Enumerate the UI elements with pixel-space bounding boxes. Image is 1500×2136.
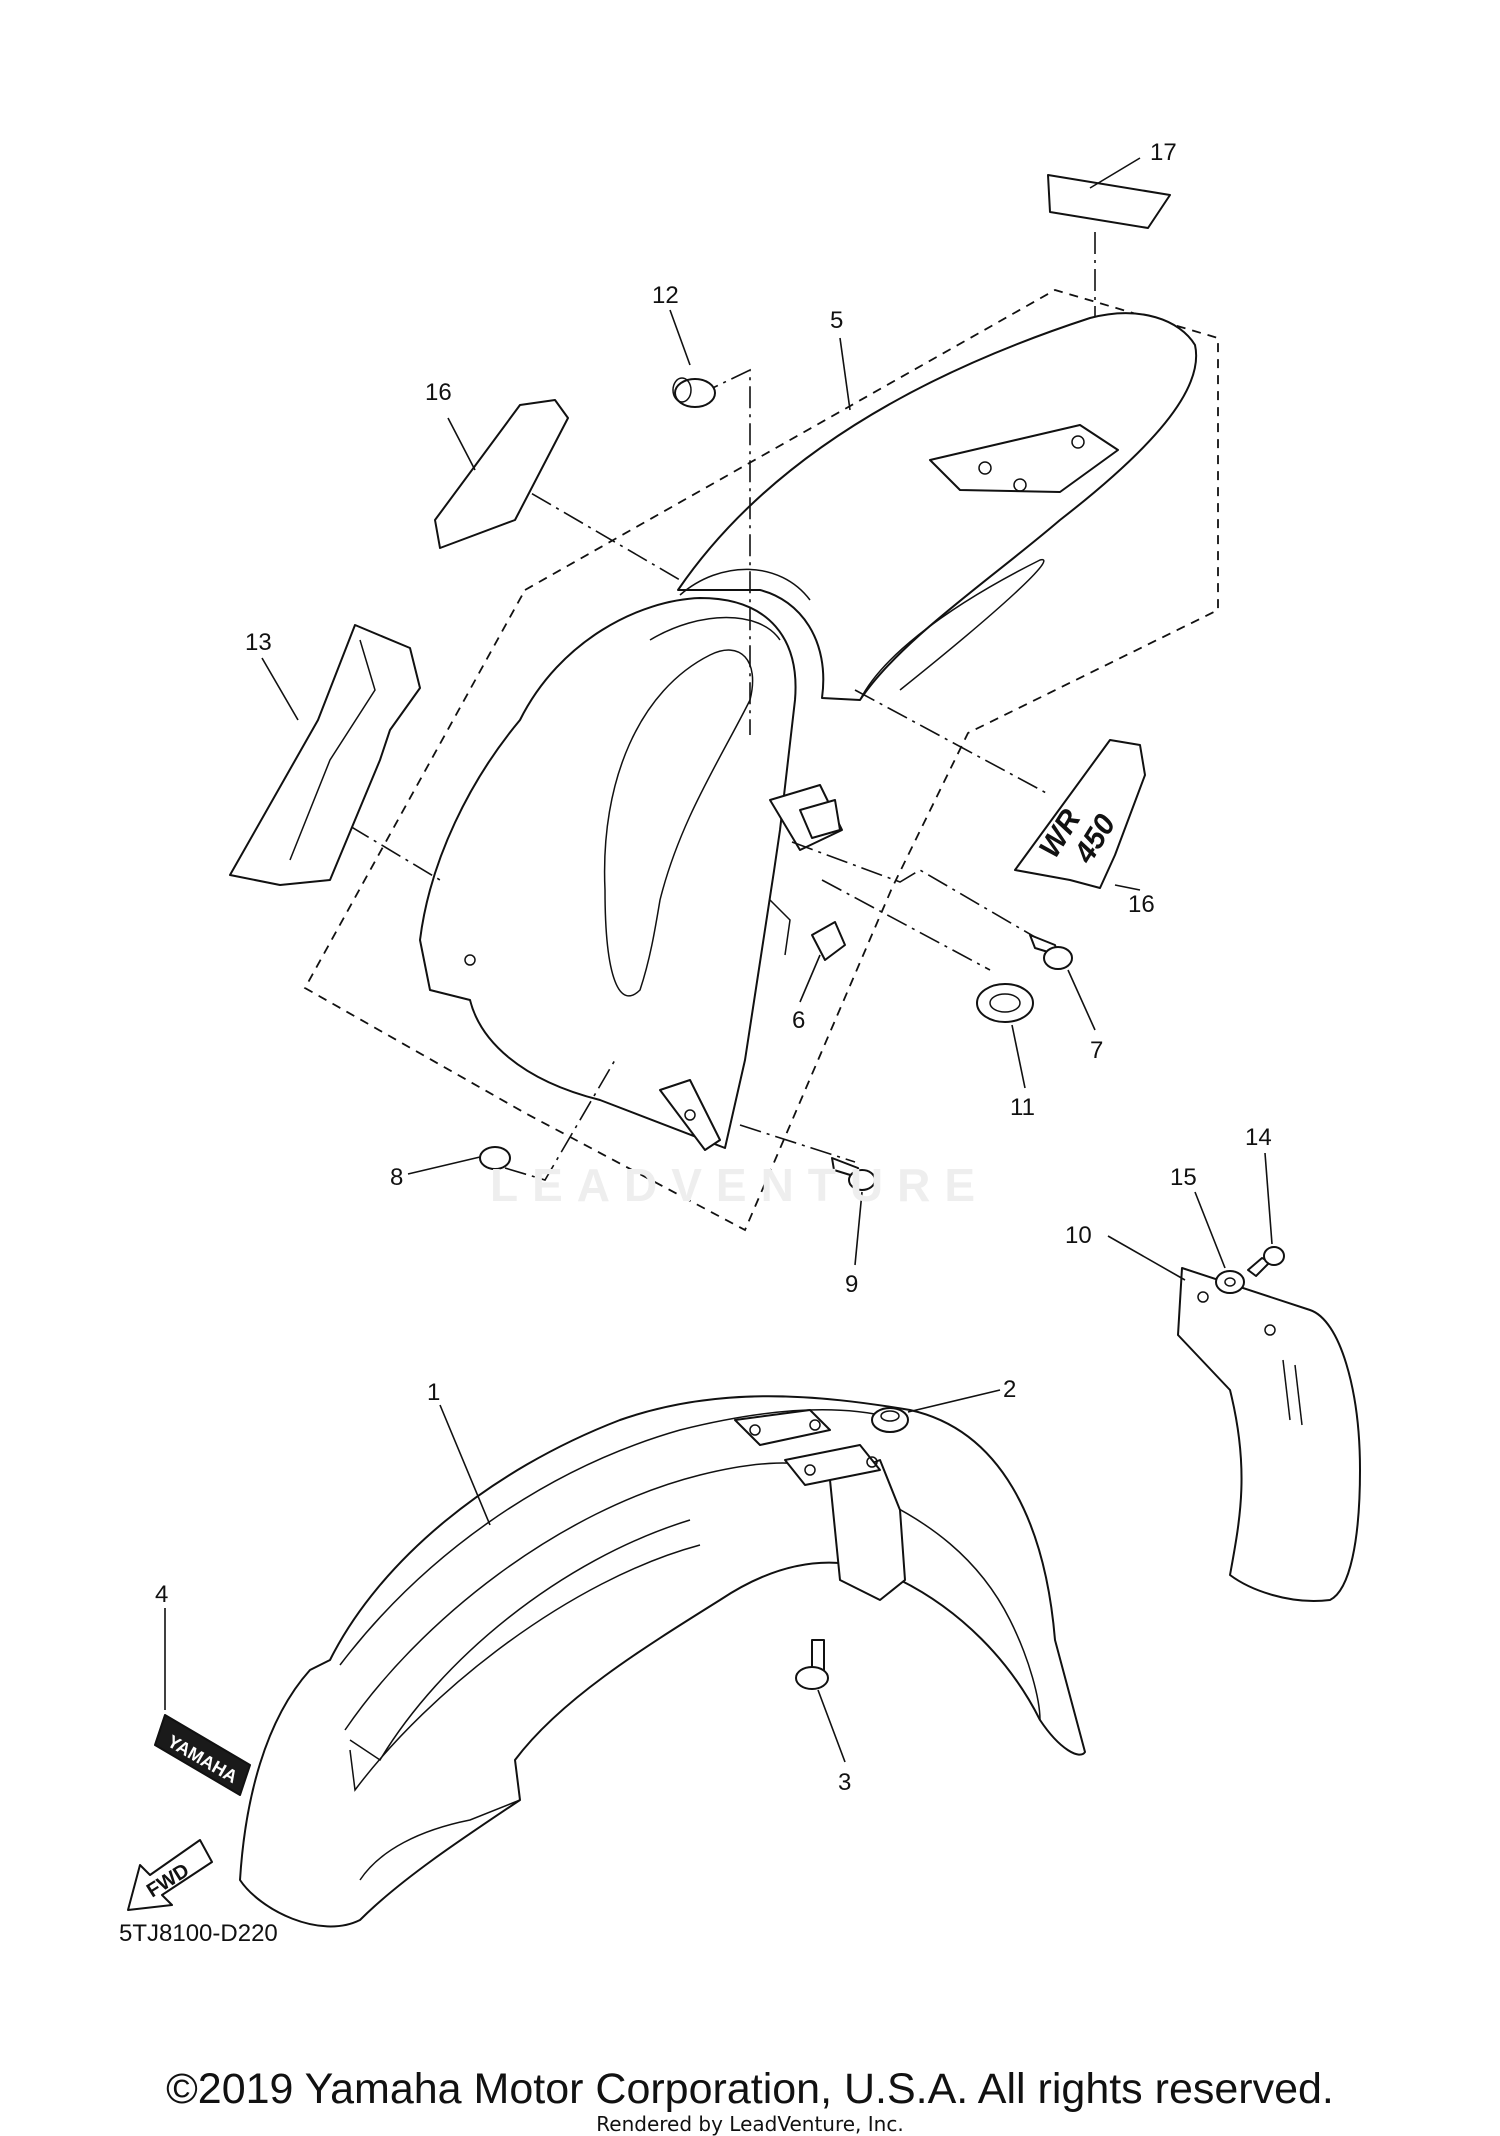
- yamaha-decal: YAMAHA: [154, 1714, 251, 1796]
- callout-4: 4: [155, 1581, 168, 1608]
- axis-13: [317, 806, 441, 881]
- diagram-code: 5TJ8100-D220: [119, 1920, 278, 1947]
- leader-11: [1011, 1024, 1026, 1089]
- leader-8: [407, 1156, 481, 1175]
- leader-6: [799, 954, 821, 1003]
- nut-clip-6: [811, 921, 846, 961]
- callout-5: 5: [830, 307, 843, 334]
- leader-9: [854, 1191, 863, 1266]
- leader-1: [439, 1404, 491, 1526]
- callout-7: 7: [1090, 1037, 1103, 1064]
- leader-10: [1107, 1235, 1186, 1281]
- callout-2: 2: [1003, 1376, 1016, 1403]
- callout-1: 1: [427, 1379, 440, 1406]
- side-decal-right: WR 450: [1014, 739, 1146, 889]
- rendered-by-credit: Rendered by LeadVenture, Inc.: [596, 2112, 904, 2136]
- grommet-2: [871, 1407, 909, 1433]
- callout-16-left: 16: [425, 379, 452, 406]
- axis-9: [739, 1124, 856, 1163]
- callout-3: 3: [838, 1769, 851, 1796]
- collar-8: [479, 1146, 511, 1170]
- splash-guard: [229, 624, 421, 886]
- leader-13: [261, 657, 299, 721]
- sticker-strip: [1047, 174, 1171, 229]
- bolt-3: [795, 1639, 829, 1690]
- leader-3: [817, 1689, 846, 1763]
- axis-8: [504, 1059, 616, 1181]
- callout-15: 15: [1170, 1164, 1197, 1191]
- screw-14: [1247, 1246, 1285, 1277]
- rear-fender: [419, 312, 1198, 1151]
- callout-10: 10: [1065, 1222, 1092, 1249]
- leader-16-left: [447, 417, 476, 471]
- bolt-7: [1029, 934, 1073, 970]
- side-decal-left: [434, 399, 569, 549]
- leader-7: [1067, 969, 1096, 1031]
- leader-16-right: [1114, 884, 1141, 891]
- grommet-12: [672, 377, 716, 408]
- callout-12: 12: [652, 282, 679, 309]
- leader-15: [1194, 1191, 1226, 1269]
- callout-8: 8: [390, 1164, 403, 1191]
- callout-14: 14: [1245, 1124, 1272, 1151]
- mud-flap: [1177, 1267, 1361, 1602]
- callout-13: 13: [245, 629, 272, 656]
- washer-15: [1215, 1270, 1245, 1294]
- grommet-11: [976, 983, 1034, 1023]
- bolt-9: [831, 1157, 876, 1191]
- callout-16-right: 16: [1128, 891, 1155, 918]
- axis-16-right: [854, 689, 1051, 796]
- axis-11: [821, 879, 991, 971]
- leader-12: [669, 309, 691, 366]
- axis-7: [791, 841, 1041, 941]
- forward-arrow-icon: FWD: [127, 1839, 213, 1911]
- front-fender: [239, 1395, 1086, 1928]
- watermark: LEADVENTURE: [490, 1159, 990, 1211]
- axis-12: [697, 368, 751, 735]
- callout-11: 11: [1010, 1094, 1035, 1121]
- callout-17: 17: [1150, 139, 1177, 166]
- leader-5: [839, 337, 851, 411]
- callout-9: 9: [845, 1271, 858, 1298]
- leader-2: [907, 1389, 1001, 1413]
- leader-17: [1089, 157, 1141, 189]
- axis-16-left: [499, 474, 681, 581]
- leader-14: [1264, 1152, 1273, 1245]
- callout-6: 6: [792, 1007, 805, 1034]
- copyright-notice: ©2019 Yamaha Motor Corporation, U.S.A. A…: [166, 2065, 1334, 2113]
